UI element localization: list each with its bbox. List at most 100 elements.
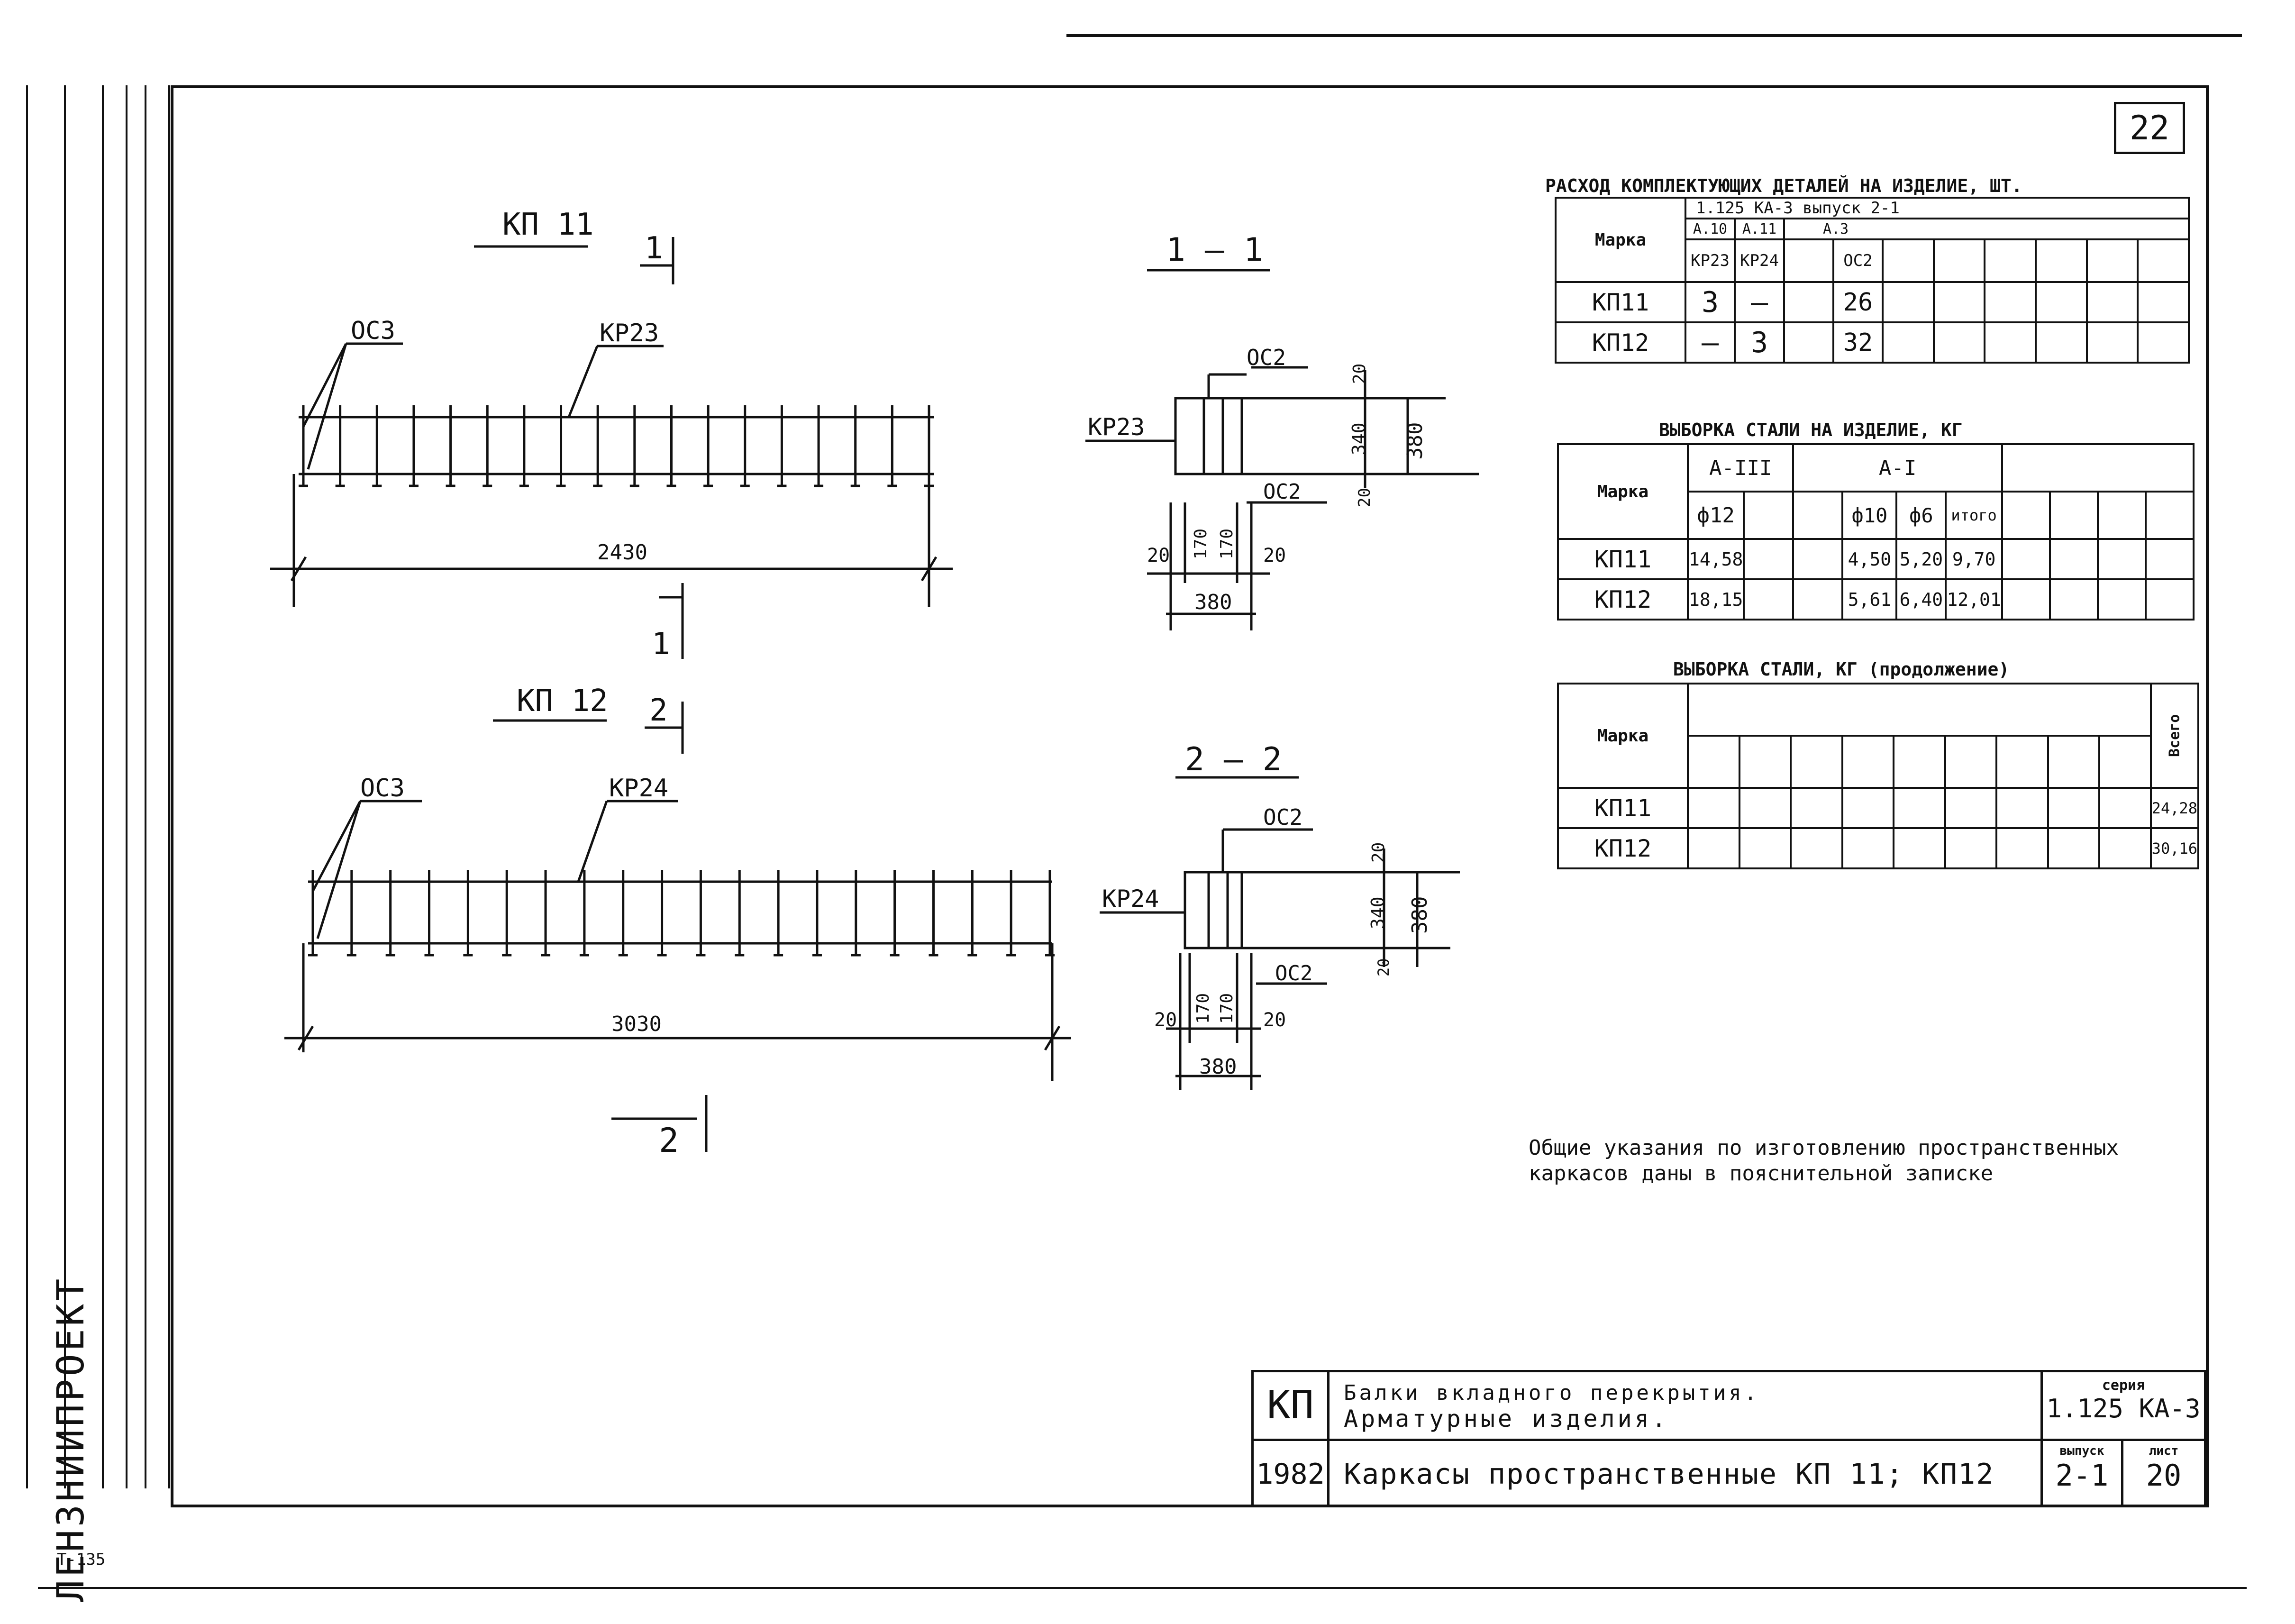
kp11-callout-os3: ОС3: [351, 317, 395, 345]
table1-h1: КР23: [1685, 238, 1736, 283]
table1-row2-v2: 3: [1734, 321, 1785, 364]
kp11-label: КП 11: [502, 207, 594, 242]
section22-dim-20-left: 20: [1154, 1009, 1177, 1031]
table3-row2-total: 30,16: [2149, 827, 2200, 869]
table1-row2-mark: КП12: [1555, 321, 1686, 364]
section11-dim-340: 340: [1348, 422, 1369, 455]
section22-dim-170-a: 170: [1193, 993, 1213, 1024]
kp12-label: КП 12: [517, 684, 608, 719]
table1: Марка 1.125 КА-3 выпуск 2-1 А.10 А.11 А.…: [1555, 197, 2190, 364]
table1-sub-c: А.3: [1783, 218, 2190, 240]
table2-row1-mark: КП11: [1557, 538, 1689, 580]
section11-dim-20-side: 20: [1355, 488, 1374, 507]
title-block-series-value: 1.125 КА-3: [2046, 1394, 2201, 1423]
table2-h-total: итого: [1945, 491, 2003, 540]
table2-row2-d10: 5,61: [1841, 578, 1898, 620]
table1-row1-v3: 26: [1832, 281, 1884, 323]
table2-h-d12: ф12: [1686, 491, 1745, 540]
table1-row1-mark: КП11: [1555, 281, 1686, 323]
section11-dim-170-b: 170: [1217, 529, 1237, 559]
title-block-line1: Балки вкладного перекрытия.: [1344, 1381, 1760, 1405]
title-block-series-label: серия: [2102, 1377, 2145, 1394]
section22-dim-20-right: 20: [1263, 1009, 1286, 1031]
table3-col-mark: Марка: [1557, 683, 1689, 789]
table2-h-d6: ф6: [1895, 491, 1947, 540]
table1-row2-v1: –: [1685, 321, 1736, 364]
table2-row1-d10: 4,50: [1841, 538, 1898, 580]
table2: Марка А-III А-I ф12 ф10 ф6 итого КП11 14…: [1557, 443, 2195, 620]
table1-sub-a: А.10: [1685, 218, 1736, 240]
section11-oc2-bottom: ОС2: [1263, 480, 1301, 504]
section11-dim-170-a: 170: [1191, 529, 1211, 559]
table3-row2-mark: КП12: [1557, 827, 1689, 869]
table2-col-mark: Марка: [1557, 443, 1689, 540]
kp12-callout-os3: ОС3: [360, 774, 405, 803]
table2-title: ВЫБОРКА СТАЛИ НА ИЗДЕЛИЕ, КГ: [1659, 420, 1963, 440]
kp11-section-mark-top: 1: [645, 231, 663, 266]
table2-h-d10: ф10: [1841, 491, 1898, 540]
table3-row1-mark: КП11: [1557, 787, 1689, 829]
table2-row1-d6: 5,20: [1895, 538, 1947, 580]
table1-series-ref: 1.125 КА-3 выпуск 2-1: [1685, 197, 2190, 219]
section22-dim-380-h: 380: [1199, 1055, 1237, 1079]
title-block: КП 1982 Балки вкладного перекрытия. Арма…: [1251, 1370, 2206, 1507]
section22-dim-340: 340: [1367, 896, 1388, 929]
strip-code: Т-135: [57, 1550, 106, 1569]
title-block-year: 1982: [1254, 1441, 1330, 1507]
section22-dim-380-v: 380: [1408, 896, 1432, 934]
section11-dim-380-v: 380: [1403, 422, 1427, 460]
title-block-line2: Арматурные изделия.: [1344, 1405, 1669, 1432]
kp12-section-mark-bottom: 2: [659, 1121, 679, 1160]
kp11-section-mark-bottom: 1: [652, 627, 670, 662]
section11-dim-20-right: 20: [1263, 545, 1286, 566]
table2-row2-d6: 6,40: [1895, 578, 1947, 620]
table1-sub-b: А.11: [1734, 218, 1785, 240]
general-notes: Общие указания по изготовлению пространс…: [1529, 1136, 2119, 1186]
section11-title: 1 — 1: [1166, 231, 1263, 269]
table3-h-total: Всего: [2150, 684, 2198, 788]
title-block-sheet-label: лист: [2149, 1444, 2179, 1458]
table1-h3: ОС2: [1832, 238, 1884, 283]
left-approval-strip: ЛЕНЗНИИПРОЕКТ: [26, 85, 173, 1602]
section22-oc2-top: ОС2: [1263, 804, 1302, 830]
kp12-length: 3030: [611, 1012, 662, 1036]
section11-dim-20-top: 20: [1350, 364, 1369, 384]
table1-title: РАСХОД КОМПЛЕКТУЮЩИХ ДЕТАЛЕЙ НА ИЗДЕЛИЕ,…: [1545, 175, 2022, 196]
bottom-rule: [38, 1587, 2247, 1589]
sheet-number: 22: [2114, 102, 2185, 154]
table2-group-a1: А-I: [1792, 443, 2003, 493]
kp11-length: 2430: [597, 540, 647, 565]
section22-oc2-bottom: ОС2: [1275, 961, 1312, 985]
table1-row2-v3: 32: [1832, 321, 1884, 364]
table2-row1-d12: 14,58: [1686, 538, 1745, 580]
title-block-code: КП: [1254, 1372, 1330, 1441]
kp12-callout-kr24: КР24: [609, 774, 668, 803]
table1-row1-v1: 3: [1685, 281, 1736, 323]
table2-row1-total: 9,70: [1945, 538, 2003, 580]
table2-row2-mark: КП12: [1557, 578, 1689, 620]
sheet-border: [171, 85, 2209, 1507]
title-block-issue-value: 2-1: [2055, 1458, 2109, 1493]
section22-kr: КР24: [1102, 885, 1159, 912]
table1-h2: КР24: [1734, 238, 1785, 283]
title-block-sheet-value: 20: [2146, 1458, 2182, 1493]
table2-row2-total: 12,01: [1945, 578, 2003, 620]
section11-dim-380-h: 380: [1194, 590, 1232, 614]
table3-row1-total: 24,28: [2149, 787, 2200, 829]
table3: Марка Всего КП11 24,28 КП12 30,16: [1557, 683, 2200, 869]
table2-row2-d12: 18,15: [1686, 578, 1745, 620]
section22-dim-20-side: 20: [1375, 958, 1393, 976]
top-rule: [1066, 34, 2242, 37]
table3-title: ВЫБОРКА СТАЛИ, КГ (продолжение): [1673, 659, 2010, 680]
kp11-callout-kr23: КР23: [600, 319, 659, 347]
section22-title: 2 — 2: [1185, 741, 1282, 778]
section11-oc2-top: ОС2: [1247, 345, 1286, 370]
table1-col-mark: Марка: [1555, 197, 1686, 283]
section22-dim-20-top: 20: [1369, 842, 1388, 863]
title-block-issue-label: выпуск: [2059, 1444, 2104, 1458]
section11-dim-20-left: 20: [1147, 545, 1170, 566]
kp12-section-mark-top: 2: [649, 693, 668, 728]
title-block-subtitle: Каркасы пространственные КП 11; КП12: [1344, 1458, 1994, 1491]
table2-group-a3: А-III: [1686, 443, 1794, 493]
